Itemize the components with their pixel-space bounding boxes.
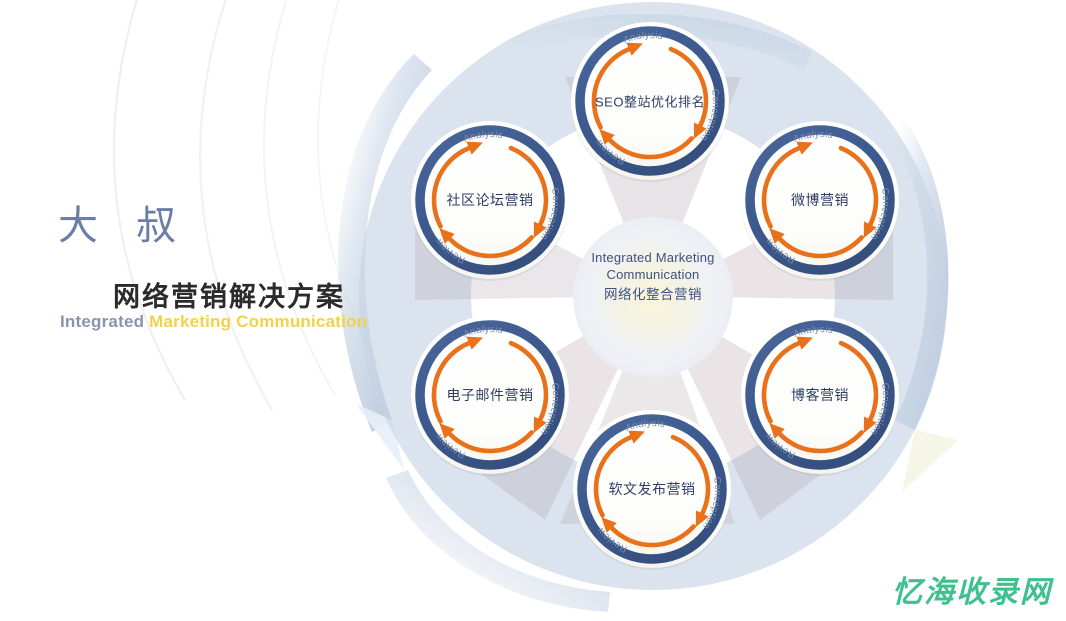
cycle-arrowhead-2 (796, 336, 813, 350)
cycle-arrow-1 (777, 235, 864, 259)
cycle-arrowhead-2 (466, 336, 483, 350)
node-label-forum: 社区论坛营销 (411, 121, 569, 279)
cycle-arrow-2 (761, 145, 802, 229)
cycle-arrowhead-2 (628, 430, 645, 444)
node-label-text: 社区论坛营销 (446, 192, 534, 208)
cycle-arrowhead-1 (439, 423, 455, 439)
node-ring (575, 26, 725, 176)
page-title: 网络营销解决方案 (113, 282, 345, 312)
cycle-arrowhead-1 (769, 423, 785, 439)
cycle-arrowhead-0 (863, 416, 877, 434)
node-label-blog: 博客营销 (741, 316, 899, 474)
cycle-arrow-0 (668, 46, 709, 128)
cycle-arrowhead-0 (533, 221, 547, 239)
node-ring (745, 320, 895, 470)
cycle-arrowhead-2 (796, 141, 813, 155)
cycle-arrowhead-0 (533, 416, 547, 434)
node-ring (577, 414, 727, 564)
left-text-panel: 大 叔 网络营销解决方案 Integrated Marketing Commun… (0, 0, 400, 400)
node-label-email: 电子邮件营销 (411, 316, 569, 474)
subtitle-word-integrated: Integrated (60, 312, 145, 331)
node-label-softtext: 软文发布营销 (573, 410, 731, 568)
node-ring (415, 320, 565, 470)
cycle-arrow-2 (761, 340, 802, 424)
cycle-arrow-0 (508, 340, 549, 422)
cycle-arrowhead-1 (439, 228, 455, 244)
cycle-arrowhead-0 (693, 122, 707, 140)
node-ring (745, 125, 895, 275)
cycle-arrow-0 (838, 340, 879, 422)
page-subtitle: Integrated Marketing Communication (60, 312, 367, 332)
node-label-seo: SEO整站优化排名 (571, 22, 729, 180)
brand-mark: 大 叔 (58, 203, 190, 248)
cycle-arrow-1 (609, 524, 696, 548)
cycle-arrow-1 (447, 235, 534, 259)
cycle-arrow-1 (447, 430, 534, 454)
node-label-weibo: 微博营销 (741, 121, 899, 279)
cycle-arrowhead-2 (466, 141, 483, 155)
cycle-arrow-2 (431, 145, 472, 229)
cycle-arrowhead-1 (599, 129, 615, 145)
cycle-arrow-2 (431, 340, 472, 424)
cycle-arrow-0 (838, 145, 879, 227)
node-label-text: 软文发布营销 (608, 481, 696, 497)
node-label-text: 电子邮件营销 (446, 387, 534, 403)
cycle-arrowhead-2 (626, 42, 643, 56)
node-label-text: SEO整站优化排名 (595, 94, 705, 110)
subtitle-word-marketing-communication: Marketing Communication (149, 312, 368, 331)
cycle-arrow-2 (591, 46, 632, 130)
node-label-text: 微博营销 (791, 192, 849, 208)
node-ring (415, 125, 565, 275)
watermark: 忆海收录网 (892, 576, 1052, 609)
hub-disc (573, 217, 733, 377)
cycle-arrowhead-1 (769, 228, 785, 244)
cycle-arrowhead-0 (695, 510, 709, 528)
cycle-arrow-0 (670, 434, 711, 516)
cycle-arrow-1 (777, 430, 864, 454)
cycle-arrow-2 (593, 434, 634, 518)
cycle-arrowhead-1 (601, 517, 617, 533)
node-label-text: 博客营销 (791, 387, 849, 403)
cycle-arrow-1 (607, 136, 694, 160)
cycle-arrowhead-0 (863, 221, 877, 239)
cycle-arrow-0 (508, 145, 549, 227)
